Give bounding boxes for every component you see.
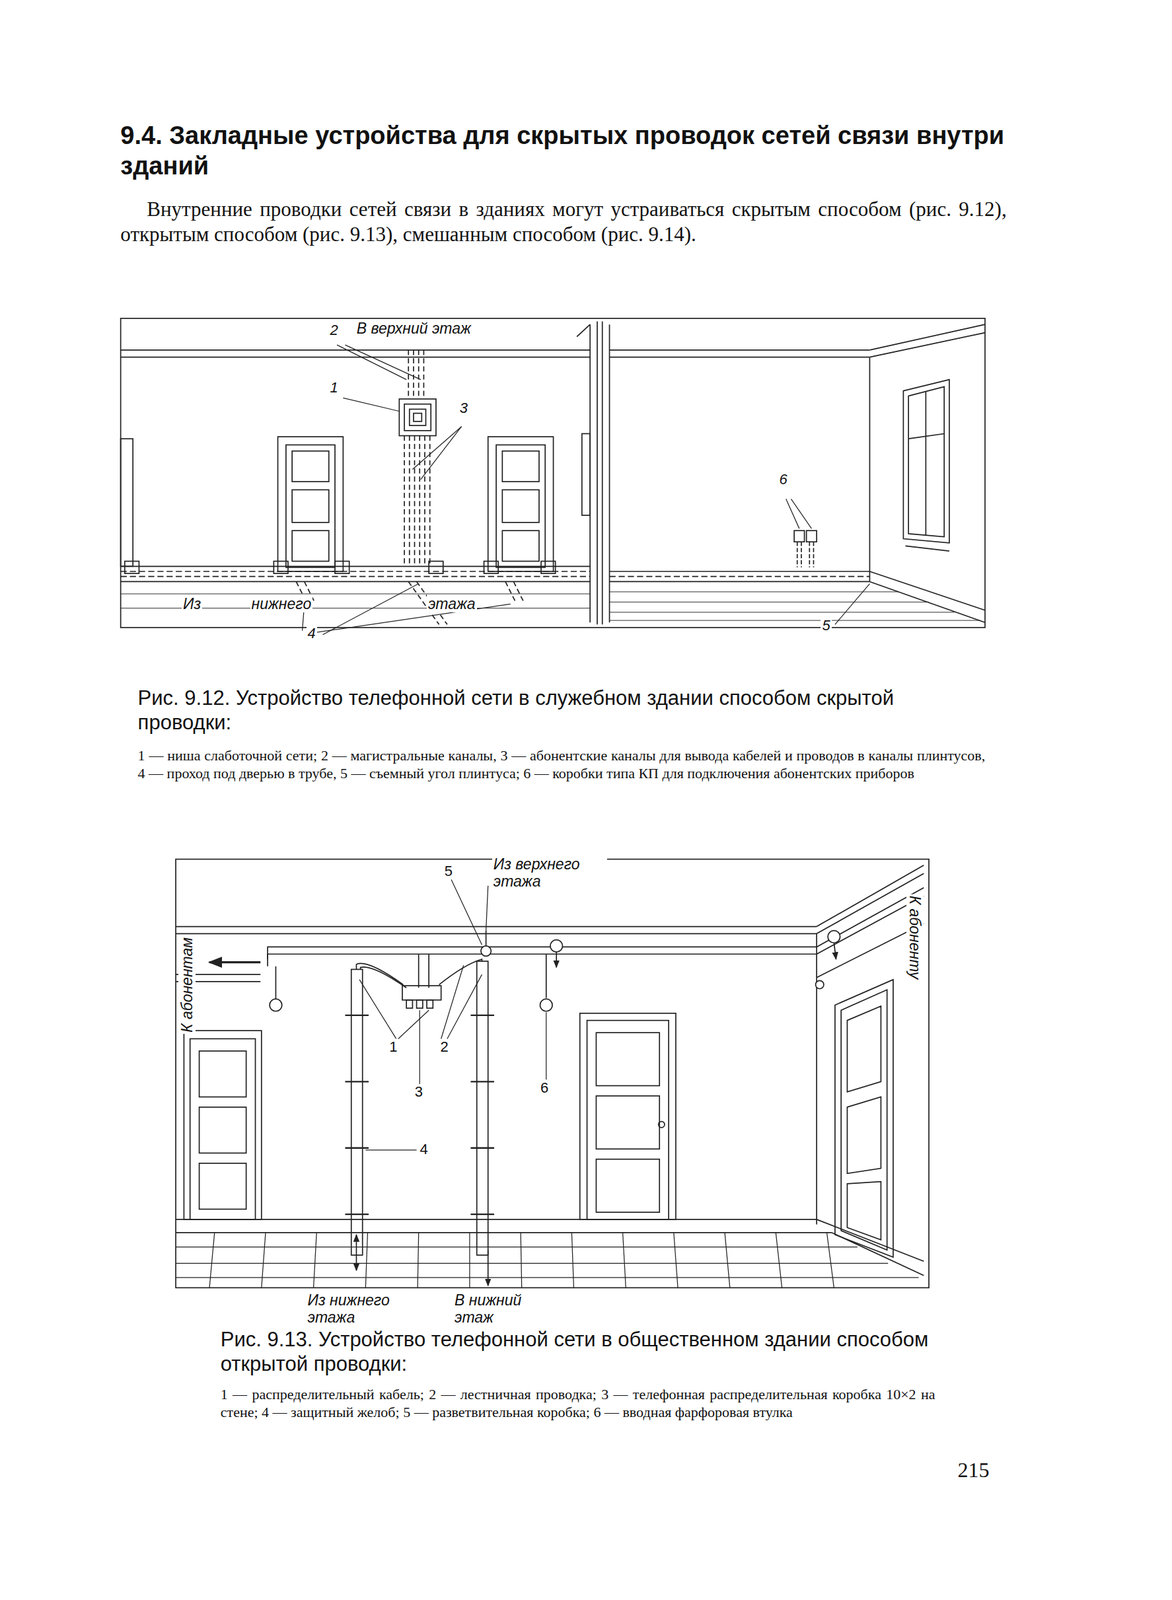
- section-heading: 9.4. Закладные устройства для скрытых пр…: [120, 120, 1019, 182]
- figure-caption: Рис. 9.13. Устройство телефонной сети в …: [220, 1327, 936, 1377]
- callout-number: 2: [329, 322, 340, 339]
- body-paragraph: Внутренние проводки сетей связи в здания…: [120, 196, 1007, 248]
- callout-number: 3: [458, 400, 470, 417]
- direction-label: В верхний этаж: [355, 319, 473, 337]
- direction-label: Из нижнего этажа: [306, 1291, 400, 1326]
- callout-number: 3: [413, 1084, 425, 1100]
- callout-number: 5: [443, 863, 454, 880]
- callout-number: 1: [329, 379, 340, 396]
- figure-legend: 1 — ниша слаботочной сети; 2 — магистрал…: [138, 746, 986, 783]
- callout-number: 2: [438, 1039, 450, 1056]
- direction-label: К абонентам: [178, 936, 196, 1034]
- callout-number: 4: [418, 1141, 430, 1158]
- direction-label: Из верхнего этажа: [492, 855, 608, 890]
- direction-label: этажа: [426, 595, 477, 613]
- figure-9-12: [120, 318, 986, 635]
- figure-9-13: [175, 859, 929, 1289]
- direction-label: В нижний этаж: [453, 1291, 538, 1326]
- callout-number: 6: [778, 471, 789, 488]
- callout-number: 6: [539, 1080, 550, 1097]
- page-number: 215: [957, 1458, 989, 1482]
- figure-caption: Рис. 9.12. Устройство телефонной сети в …: [138, 685, 986, 735]
- callout-number: 5: [820, 617, 832, 634]
- callout-number: 4: [306, 625, 318, 642]
- figure-legend: 1 — распределительный кабель; 2 — лестни…: [220, 1385, 936, 1422]
- direction-label: Из: [181, 595, 203, 613]
- callout-number: 1: [387, 1039, 399, 1056]
- direction-label: К абоненту: [906, 893, 924, 981]
- direction-label: нижнего: [250, 595, 314, 613]
